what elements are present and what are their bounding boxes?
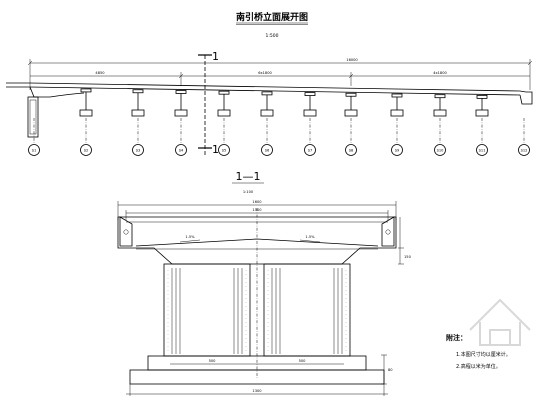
- pier-label-circle: [434, 144, 446, 156]
- pier-1: S1: [28, 118, 40, 156]
- section-mark-top: 1: [212, 50, 219, 63]
- pier-label-circle: [304, 144, 316, 156]
- pier-label: S8: [349, 149, 354, 153]
- pier-footing: [174, 109, 188, 117]
- dim-bottom-total: 1300: [252, 389, 262, 393]
- pier-label: S10: [437, 149, 445, 153]
- pier-label: S5: [222, 149, 227, 153]
- dim-right-h2: 80: [388, 368, 393, 372]
- pier-12: S12: [518, 118, 530, 156]
- pier-footing: [217, 109, 231, 117]
- pier-cap: [175, 90, 187, 94]
- pier-9: S9: [390, 93, 404, 156]
- pier-2: S2: [79, 88, 93, 156]
- pier-label: S12: [521, 149, 528, 153]
- slope-right: 1.5%: [305, 235, 315, 239]
- pier-label-circle: [80, 144, 92, 156]
- dim-top-total: 1600: [252, 200, 262, 204]
- pier-footing: [79, 109, 93, 117]
- pier-label-circle: [132, 144, 144, 156]
- pier-cap: [391, 93, 403, 98]
- section-scale: 1:100: [243, 190, 254, 194]
- pier-6: S6: [260, 91, 274, 156]
- pier-5: S5: [217, 90, 231, 156]
- pier-7: S7: [303, 92, 317, 156]
- pier-label: S2: [84, 149, 89, 153]
- pier-footing: [131, 109, 145, 117]
- bridge-deck: [6, 82, 533, 138]
- dim-right-h1: 150: [404, 255, 412, 259]
- pier-label-circle: [345, 144, 357, 156]
- dim-total: 16000: [346, 58, 358, 62]
- section-mark-bottom: 1: [212, 143, 219, 156]
- pier-cap: [476, 94, 488, 99]
- dim-bottom-right: 500: [299, 359, 307, 363]
- pier-label-circle: [476, 144, 488, 156]
- section-title: 1—1: [236, 170, 261, 183]
- pier-cap: [434, 94, 446, 99]
- pier-8: S8: [344, 92, 358, 156]
- pier-cap: [304, 92, 316, 96]
- pier-label: S6: [265, 149, 270, 153]
- pier-label-circle: [28, 144, 40, 156]
- pier-4: S4: [174, 90, 188, 156]
- segment-dimensions: 4850 6x1800 4x1800: [30, 71, 530, 86]
- pier-label-circle: [391, 144, 403, 156]
- pier-label-circle: [175, 144, 187, 156]
- watermark-logo: [469, 298, 531, 346]
- note-item-1: 1.本图尺寸均以厘米计。: [456, 351, 511, 358]
- dim-seg3: 4x1800: [433, 71, 447, 75]
- dim-bottom-left: 500: [209, 359, 217, 363]
- elevation-scale: 1:500: [266, 33, 279, 39]
- pier-label-circle: [218, 144, 230, 156]
- pier-label: S1: [32, 149, 37, 153]
- pier-label: S11: [479, 149, 486, 153]
- notes-heading: 附注：: [446, 333, 467, 342]
- pier-group: S1 S2 S3 S4 S5 S6 S7 S8 S9 S10 S11 S12: [28, 88, 530, 156]
- pier-cap: [345, 92, 357, 97]
- pier-footing: [344, 109, 358, 117]
- pier-label-circle: [518, 144, 530, 156]
- section-cut-mark: 1 1: [198, 50, 219, 156]
- footing: 500 500: [129, 355, 385, 385]
- pier-label: S3: [136, 149, 141, 153]
- pier-footing: [260, 109, 274, 117]
- pier-cap: [218, 90, 230, 95]
- dim-top-inner: 1500: [252, 208, 262, 212]
- pier-3: S3: [131, 89, 145, 156]
- overall-dimension: 16000: [27, 58, 533, 90]
- pier-columns: [163, 263, 351, 357]
- pier-10: S10: [433, 94, 447, 156]
- pier-cap: [80, 88, 92, 93]
- pier-cap: [261, 91, 273, 96]
- pier-footing: [433, 109, 447, 117]
- section-bottom-dimension: 1300: [126, 384, 388, 396]
- elevation-title: 南引桥立面展开图: [236, 11, 308, 23]
- pier-footing: [475, 109, 489, 117]
- notes-block: 附注： 1.本图尺寸均以厘米计。 2.高程以米为单位。: [446, 333, 511, 370]
- pier-label: S4: [179, 149, 184, 153]
- slope-left: 1.5%: [185, 235, 195, 239]
- pier-label-circle: [261, 144, 273, 156]
- pier-label: S9: [395, 149, 400, 153]
- pier-11: S11: [475, 94, 489, 156]
- dim-seg1: 4850: [95, 71, 105, 75]
- pier-footing: [303, 109, 317, 117]
- note-item-2: 2.高程以米为单位。: [456, 363, 501, 370]
- dim-seg2: 6x1800: [258, 71, 272, 75]
- pier-label: S7: [308, 149, 313, 153]
- pier-footing: [390, 109, 404, 117]
- pier-cap: [132, 89, 144, 94]
